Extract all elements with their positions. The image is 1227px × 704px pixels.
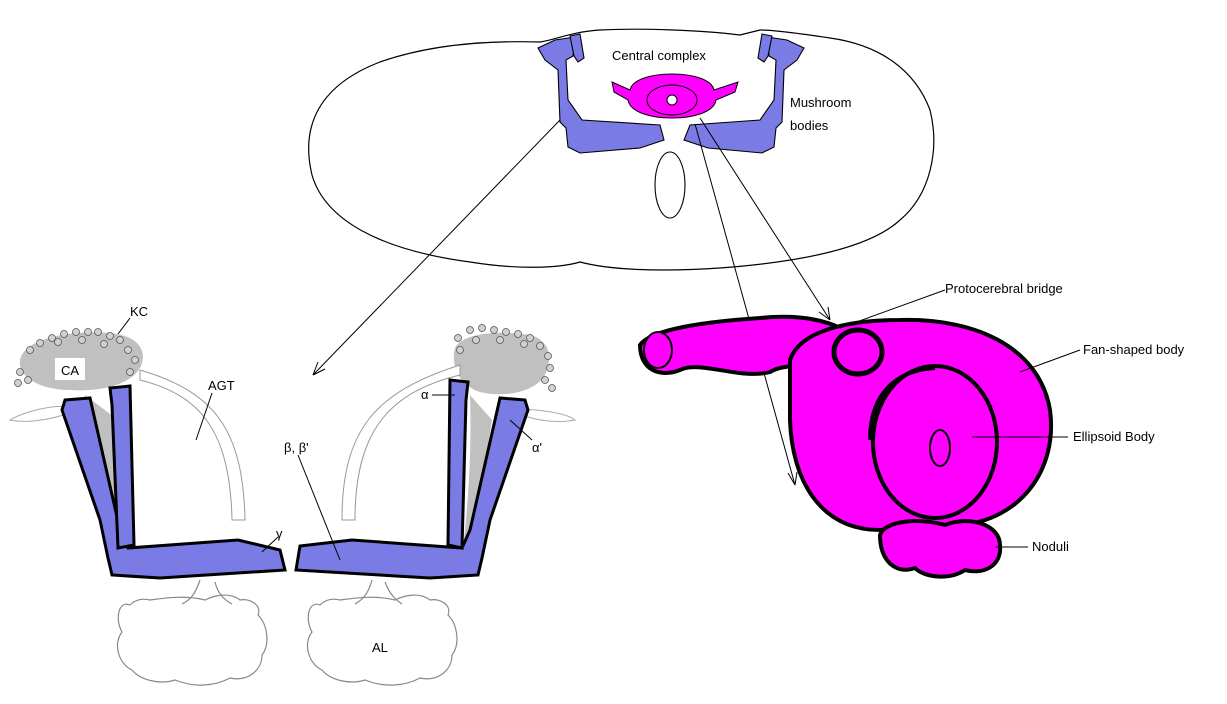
label-mushroom-bodies-line2: bodies — [790, 118, 829, 133]
central-complex-detail — [640, 317, 1051, 577]
label-alpha-prime: α' — [532, 440, 542, 455]
label-ca: CA — [61, 363, 79, 378]
noduli — [880, 521, 1000, 576]
label-agt: AGT — [208, 378, 235, 393]
label-fan-shaped-body: Fan-shaped body — [1083, 342, 1185, 357]
label-al: AL — [372, 640, 388, 655]
mushroom-body-detail: CA KC AGT γ β, β' α α' AL — [10, 304, 575, 685]
label-mushroom-bodies-line1: Mushroom — [790, 95, 851, 110]
label-central-complex: Central complex — [612, 48, 706, 63]
label-gamma: γ — [276, 526, 283, 541]
label-beta: β, β' — [284, 440, 309, 455]
label-protocerebral-bridge: Protocerebral bridge — [945, 281, 1063, 296]
label-noduli: Noduli — [1032, 539, 1069, 554]
label-kc: KC — [130, 304, 148, 319]
label-alpha: α — [421, 387, 429, 402]
antennal-lobe-left — [117, 595, 266, 685]
label-ellipsoid-body: Ellipsoid Body — [1073, 429, 1155, 444]
esophageal-foramen — [655, 152, 685, 218]
